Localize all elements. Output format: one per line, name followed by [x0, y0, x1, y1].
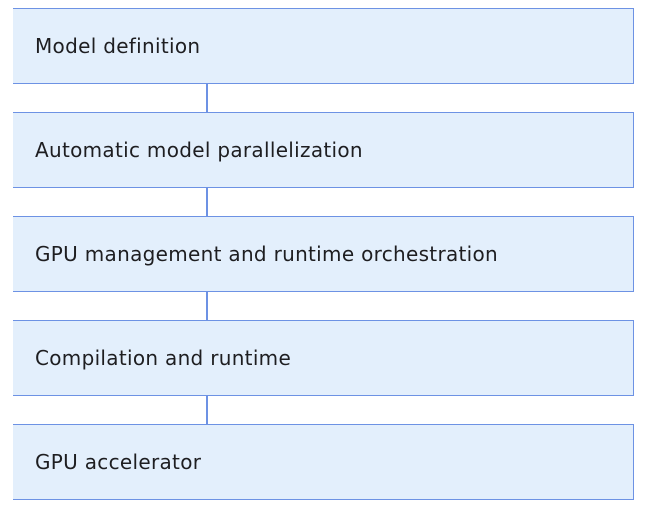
connector-line-4 — [206, 396, 208, 424]
layer-box-gpu-management-runtime-orchestration: GPU management and runtime orchestration — [13, 216, 634, 292]
connector-gap-1 — [13, 84, 634, 112]
connector-line-2 — [206, 188, 208, 216]
connector-gap-3 — [13, 292, 634, 320]
connector-line-1 — [206, 84, 208, 112]
layer-box-model-definition: Model definition — [13, 8, 634, 84]
connector-gap-4 — [13, 396, 634, 424]
layer-box-gpu-accelerator: GPU accelerator — [13, 424, 634, 500]
layer-box-compilation-and-runtime: Compilation and runtime — [13, 320, 634, 396]
layer-label-model-definition: Model definition — [35, 34, 201, 58]
layer-label-gpu-accelerator: GPU accelerator — [35, 450, 202, 474]
connector-line-3 — [206, 292, 208, 320]
layer-label-gpu-management-runtime-orchestration: GPU management and runtime orchestration — [35, 242, 499, 266]
connector-gap-2 — [13, 188, 634, 216]
layer-label-automatic-model-parallelization: Automatic model parallelization — [35, 138, 363, 162]
layer-box-automatic-model-parallelization: Automatic model parallelization — [13, 112, 634, 188]
layer-stack: Model definition Automatic model paralle… — [13, 8, 634, 500]
layer-label-compilation-and-runtime: Compilation and runtime — [35, 346, 292, 370]
